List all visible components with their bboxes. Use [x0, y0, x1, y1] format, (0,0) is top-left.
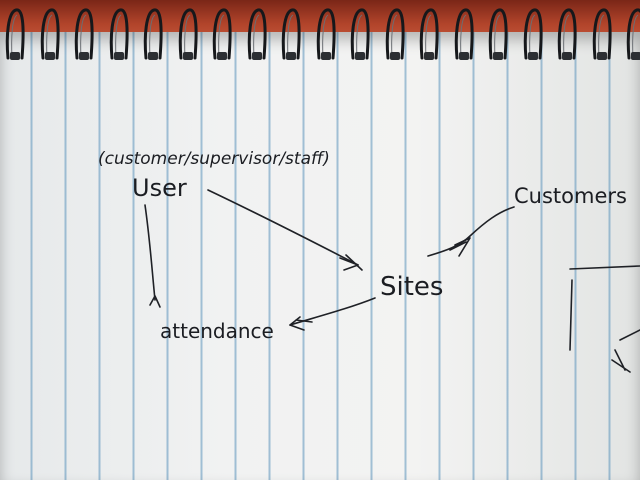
edge-user-to-sites	[207, 189, 359, 266]
edge-sites-to-customers	[427, 206, 515, 257]
partial-box-sketch	[611, 329, 640, 373]
binding-hole	[493, 52, 503, 60]
binding-hole	[631, 52, 640, 60]
binding-hole	[148, 52, 158, 60]
binding-hole	[527, 52, 538, 60]
binding-hole	[44, 52, 55, 60]
customers-node: Customers	[514, 184, 627, 208]
binding-hole	[424, 52, 434, 60]
edge-sites-to-attendance	[289, 297, 376, 326]
binding-hole	[458, 52, 469, 60]
binding-hole	[10, 52, 20, 60]
binding-hole	[79, 52, 89, 60]
arrowhead-attendance-up	[149, 295, 161, 308]
arrowhead-sites	[339, 254, 363, 271]
sites-node: Sites	[380, 272, 443, 302]
binding-hole	[286, 52, 296, 60]
binding-hole	[217, 52, 227, 60]
binding-hole	[182, 52, 193, 60]
binding-hole	[562, 52, 572, 60]
binding-hole	[389, 52, 400, 60]
binding-hole	[596, 52, 607, 60]
user-node: User	[132, 174, 187, 202]
edge-user-to-attendance	[144, 204, 156, 301]
binding-hole	[355, 52, 365, 60]
binding-hole	[251, 52, 262, 60]
arrowhead-attendance	[289, 316, 313, 331]
binding-hole	[113, 52, 124, 60]
user-roles-label: (customer/supervisor/staff)	[98, 149, 330, 169]
notebook-page	[0, 32, 640, 480]
binding-hole	[320, 52, 331, 60]
partial-axis-sketch	[569, 265, 640, 351]
attendance-node: attendance	[160, 319, 274, 343]
arrowhead-customers	[449, 237, 471, 257]
